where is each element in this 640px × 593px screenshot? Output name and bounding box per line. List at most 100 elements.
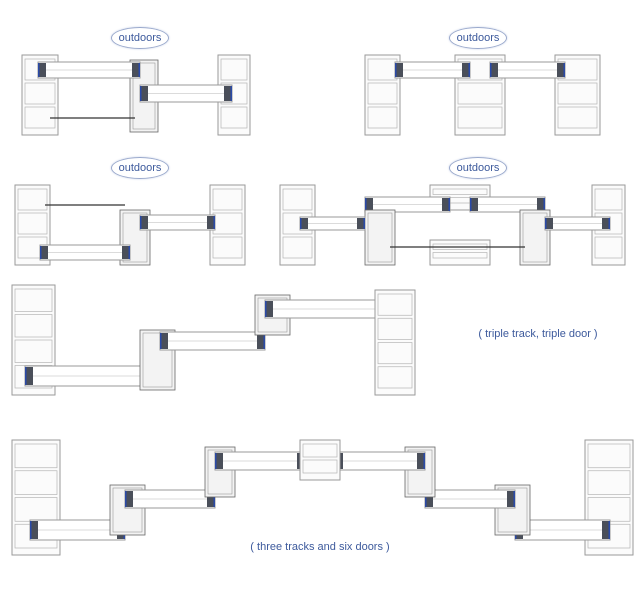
frame-chamber [587,470,631,495]
triple-track-caption: ( triple track, triple door ) [478,328,598,340]
outdoors-label-1: outdoors [111,27,169,49]
gasket [30,521,32,539]
gasket [608,521,610,539]
sash-chamber [122,212,148,263]
frame-chamber [14,470,58,495]
gasket [300,218,302,229]
frame-chamber [377,366,413,389]
glass-seal [507,491,514,507]
gasket [38,63,40,77]
glass-seal [161,333,168,349]
gasket [138,63,140,77]
gasket [213,216,215,229]
glass-seal [141,86,148,101]
frame-chamber [282,188,313,211]
glass-seal [417,453,424,469]
frame-chamber [594,236,623,259]
three-tracks-caption: ( three tracks and six doors ) [250,541,390,553]
sash-chamber [407,449,433,495]
glass-seal [39,63,46,77]
gasket [425,491,427,507]
gasket [545,218,547,229]
sash-chamber [367,212,393,263]
glass-seal [132,63,139,77]
glass-seal [546,218,553,229]
glass-seal [126,491,133,507]
gasket [215,453,217,469]
frame-chamber [212,236,243,259]
gasket [363,218,365,229]
frame-chamber [302,459,338,474]
outdoors-label-2: outdoors [449,27,507,49]
glass-seal [426,491,433,507]
frame-chamber [17,212,48,235]
glass-seal [557,63,564,77]
gasket [25,367,27,385]
gasket [543,198,545,211]
glass-seal [26,367,33,385]
frame-chamber [220,58,248,81]
gasket [423,453,425,469]
gasket [608,218,610,229]
frame-chamber [14,339,53,363]
glass-seal [31,521,38,539]
glass-seal [207,216,214,229]
glass-seal [396,63,403,77]
gasket [265,301,267,317]
frame-chamber [14,443,58,469]
glass-seal [257,333,264,349]
glass-seal [602,521,609,539]
sash-chamber [112,487,143,533]
frame-chamber [377,317,413,340]
gasket [230,86,232,101]
frame-chamber [220,106,248,129]
glass-seal [122,246,129,259]
sash-chamber [522,212,548,263]
outdoors-label-4: outdoors [449,157,507,179]
gasket [365,198,367,211]
frame-chamber [457,82,503,105]
glass-seal [266,301,273,317]
glass-seal [491,63,498,77]
gasket [563,63,565,77]
frame-chamber [557,106,598,129]
sash-profile [364,209,396,266]
gasket [490,63,492,77]
glass-seal [602,218,609,229]
frame-chamber [377,342,413,365]
frame-chamber [14,314,53,338]
frame-chamber [457,106,503,129]
gasket [125,491,127,507]
gasket [395,63,397,77]
gasket [513,491,515,507]
gasket [40,246,42,259]
glass-seal [41,246,48,259]
sash-chamber [142,332,173,388]
glass-seal [471,198,478,211]
glass-seal [357,218,364,229]
sash-chamber [497,487,528,533]
frame-chamber [367,106,398,129]
frame-chamber [557,82,598,105]
frame-profile [364,54,401,136]
frame-chamber [302,443,338,458]
gasket [470,198,472,211]
glass-seal [366,198,373,211]
frame-chamber [282,236,313,259]
sash-chamber [207,449,233,495]
frame-profile [209,184,246,266]
glass-seal [537,198,544,211]
frame-chamber [212,188,243,211]
gasket [140,216,142,229]
frame-chamber [377,293,413,316]
glass-seal [216,453,223,469]
gasket [140,86,142,101]
frame-chamber [17,188,48,211]
gasket [160,333,162,349]
frame-chamber [432,252,488,259]
glass-seal [301,218,308,229]
glass-seal [207,491,214,507]
outdoors-label-3: outdoors [111,157,169,179]
gasket [263,333,265,349]
